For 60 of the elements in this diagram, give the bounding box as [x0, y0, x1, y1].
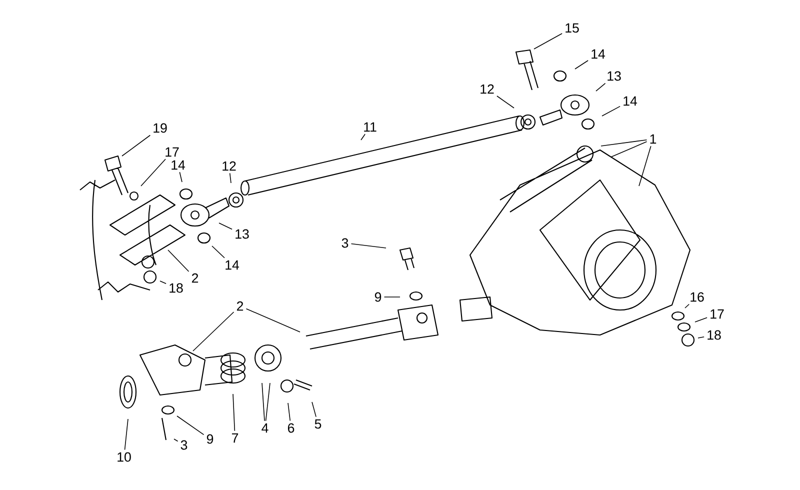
leader-line	[602, 106, 620, 116]
callout-number: 10	[118, 452, 131, 462]
callout-number: 2	[192, 273, 198, 283]
callout-number: 7	[232, 433, 238, 443]
callout-number: 18	[170, 283, 183, 293]
leader-line	[232, 394, 236, 432]
leader-line	[698, 336, 704, 338]
leader-line	[122, 134, 151, 156]
leader-line	[684, 304, 690, 308]
leader-line	[179, 172, 182, 182]
leader-line	[212, 246, 225, 258]
callout-number: 12	[222, 161, 236, 171]
callout-number: 19	[154, 123, 167, 133]
leader-line	[312, 402, 316, 418]
leader-line	[246, 308, 300, 332]
leader-line	[350, 243, 386, 248]
leader-line	[496, 96, 514, 108]
leader-line	[638, 146, 652, 186]
leader-line	[176, 416, 204, 436]
leader-line	[160, 280, 166, 284]
leader-line	[574, 60, 588, 70]
leader-line	[600, 139, 648, 146]
callout-number: 6	[288, 423, 294, 433]
leader-line	[262, 382, 265, 422]
callout-number: 14	[624, 96, 638, 106]
callout-number: 3	[342, 238, 348, 248]
callout-number: 9	[206, 434, 214, 444]
leader-line	[360, 134, 366, 140]
leader-line	[124, 418, 128, 450]
leader-line	[596, 82, 606, 92]
callout-number: 5	[314, 419, 322, 429]
leader-line	[265, 382, 270, 422]
callout-number: 14	[592, 49, 606, 59]
leader-line	[384, 296, 400, 298]
callout-number: 14	[226, 260, 240, 270]
callout-number: 14	[172, 160, 186, 170]
leader-line	[140, 158, 166, 186]
leader-line	[288, 402, 291, 422]
callout-number: 17	[710, 309, 724, 319]
leader-line	[218, 222, 232, 230]
callout-number: 9	[374, 292, 382, 302]
leader-line	[694, 317, 708, 322]
leader-line	[192, 312, 234, 352]
callout-number: 13	[608, 71, 621, 81]
callout-number: 18	[708, 330, 721, 340]
callout-number: 13	[236, 229, 249, 239]
leader-line	[229, 172, 232, 184]
callout-number: 1	[650, 134, 656, 144]
callout-number: 4	[262, 423, 268, 433]
callout-number: 12	[480, 84, 494, 94]
leader-line	[168, 250, 190, 272]
leader-line	[174, 438, 178, 442]
callout-number: 15	[566, 23, 579, 33]
callout-number: 3	[180, 440, 188, 450]
callout-number: 2	[236, 301, 244, 311]
callout-number: 16	[690, 292, 704, 302]
callout-number: 17	[166, 147, 179, 157]
leader-line	[610, 141, 648, 158]
callout-number: 11	[364, 122, 376, 132]
leader-line	[534, 33, 562, 50]
